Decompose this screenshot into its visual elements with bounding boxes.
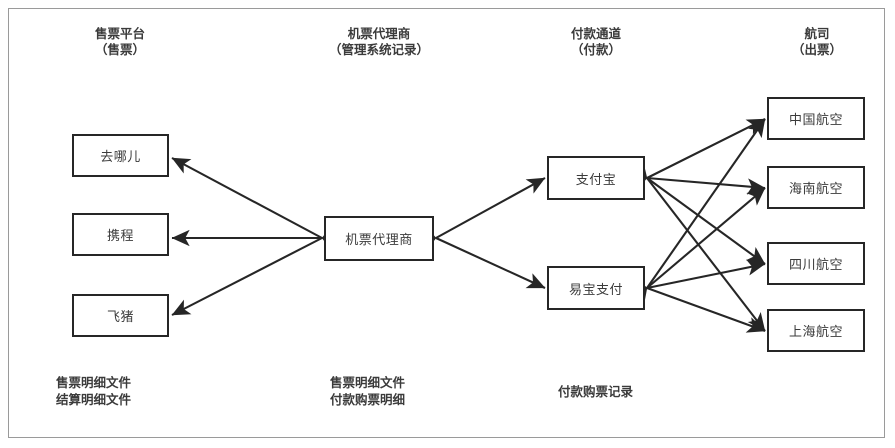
column-header-airline-line2: （出票）	[791, 43, 842, 57]
node-sichuan-air[interactable]: 四川航空	[767, 242, 865, 285]
edge-yeepay-shanghai-air	[627, 274, 766, 333]
edge-yeepay-sichuan-air	[628, 259, 766, 300]
edge-alipay-sichuan-air	[627, 160, 766, 265]
column-header-payment-line1: 付款通道	[570, 27, 621, 41]
node-xiecheng-label: 携程	[106, 228, 134, 243]
edge-agent-feizhu	[171, 222, 342, 316]
column-header-agent-line2: （管理系统记录）	[328, 43, 429, 57]
edge-agent-qunaer	[171, 157, 342, 254]
note-agent-line1: 售票明细文件	[330, 376, 406, 390]
node-yeepay-label: 易宝支付	[568, 281, 623, 297]
node-hainan-air[interactable]: 海南航空	[767, 166, 865, 209]
node-hainan-air-label: 海南航空	[788, 181, 843, 196]
node-air-china[interactable]: 中国航空	[767, 97, 865, 140]
note-payment: 付款购票记录	[558, 384, 633, 401]
column-header-payment-line2: （付款）	[570, 43, 621, 57]
column-header-payment: 付款通道 （付款）	[516, 26, 676, 58]
edge-alipay-hainan-air	[628, 168, 766, 195]
node-alipay-label: 支付宝	[575, 171, 617, 187]
column-header-agent: 机票代理商 （管理系统记录）	[299, 26, 459, 58]
node-alipay[interactable]: 支付宝	[547, 156, 645, 200]
column-header-airline-line1: 航司	[804, 27, 830, 41]
edge-alipay-air-china	[627, 118, 766, 194]
node-agent-label: 机票代理商	[345, 232, 413, 247]
node-yeepay[interactable]: 易宝支付	[547, 266, 645, 310]
node-air-china-label: 中国航空	[788, 112, 843, 127]
note-platform-line2: 结算明细文件	[56, 393, 132, 407]
node-shanghai-air[interactable]: 上海航空	[767, 309, 865, 352]
column-header-platform-line1: 售票平台	[94, 27, 145, 41]
node-feizhu[interactable]: 飞猪	[72, 294, 169, 337]
note-agent: 售票明细文件 付款购票明细	[330, 375, 405, 409]
edge-agent-alipay	[416, 177, 546, 254]
node-qunaer[interactable]: 去哪儿	[72, 134, 169, 177]
node-sichuan-air-label: 四川航空	[788, 257, 843, 272]
note-platform-line1: 售票明细文件	[56, 376, 132, 390]
edge-alipay-shanghai-air	[629, 159, 766, 332]
column-header-platform-line2: （售票）	[94, 43, 145, 57]
note-agent-line2: 付款购票明细	[330, 393, 406, 407]
column-header-platform: 售票平台 （售票）	[40, 26, 200, 58]
note-payment-line1: 付款购票记录	[558, 385, 634, 399]
node-shanghai-air-label: 上海航空	[788, 324, 843, 339]
column-header-airline: 航司 （出票）	[737, 26, 895, 58]
note-platform: 售票明细文件 结算明细文件	[56, 375, 131, 409]
node-agent[interactable]: 机票代理商	[324, 216, 434, 261]
node-feizhu-label: 飞猪	[106, 309, 134, 324]
node-qunaer-label: 去哪儿	[100, 149, 141, 164]
edge-agent-yeepay	[416, 223, 546, 289]
node-xiecheng[interactable]: 携程	[72, 213, 169, 256]
column-header-agent-line1: 机票代理商	[347, 27, 411, 41]
